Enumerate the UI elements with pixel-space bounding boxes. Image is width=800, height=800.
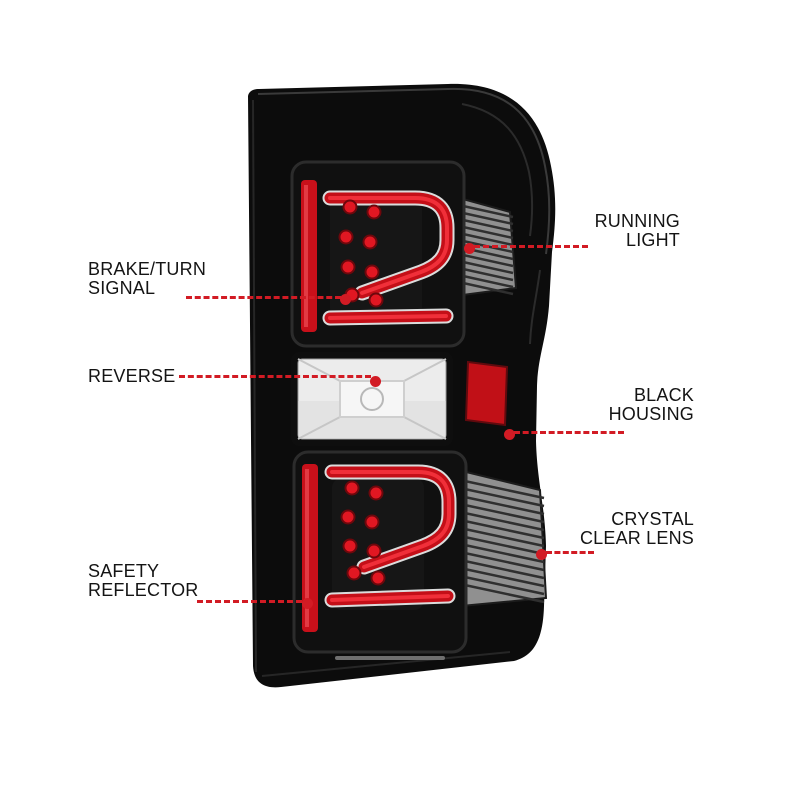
callout-safety-reflector: SAFETY REFLECTOR — [88, 562, 199, 600]
leader-safety-reflector — [197, 600, 302, 603]
leader-running-light — [474, 245, 588, 248]
callout-running-light-line2: LIGHT — [625, 230, 680, 250]
dot-crystal-clear-lens — [536, 549, 547, 560]
red-side-accent — [464, 360, 509, 427]
callout-black-housing: BLACK HOUSING — [609, 386, 694, 424]
leader-brake-turn-signal — [186, 296, 341, 299]
dot-safety-reflector — [302, 598, 313, 609]
lens-fine-print-strip — [335, 656, 445, 660]
callout-brake-turn-signal-line1: BRAKE/TURN — [88, 259, 207, 279]
dot-black-housing — [504, 429, 515, 440]
callout-crystal-clear-lens-line1: CRYSTAL — [611, 509, 694, 529]
callout-crystal-clear-lens-line2: CLEAR LENS — [579, 528, 694, 548]
upper-red-reflector-strip — [301, 180, 317, 332]
callout-reverse: REVERSE — [88, 367, 175, 386]
upper-led-dots — [338, 199, 384, 308]
dot-reverse — [370, 376, 381, 387]
callout-safety-reflector-line1: SAFETY — [88, 561, 160, 581]
callout-running-light: RUNNING LIGHT — [595, 212, 680, 250]
lower-led-light-bar — [324, 464, 457, 608]
crystal-clear-lens-chrome-section — [456, 468, 548, 608]
lower-lamp-unit — [292, 450, 468, 660]
lower-led-dots — [340, 480, 386, 586]
callout-crystal-clear-lens: CRYSTAL CLEAR LENS — [580, 510, 694, 548]
taillight-illustration — [248, 83, 556, 688]
callout-brake-turn-signal-line2: SIGNAL — [88, 278, 156, 298]
callout-black-housing-line1: BLACK — [633, 385, 694, 405]
leader-black-housing — [514, 431, 624, 434]
callout-safety-reflector-line2: REFLECTOR — [88, 580, 199, 600]
leader-reverse — [179, 375, 371, 378]
reverse-lens-unit — [291, 352, 453, 446]
leader-crystal-clear-lens — [546, 551, 594, 554]
dot-brake-turn-signal — [340, 294, 351, 305]
dot-running-light — [464, 243, 475, 254]
callout-brake-turn-signal: BRAKE/TURN SIGNAL — [88, 260, 206, 298]
brake-turn-lamp-unit — [290, 160, 466, 348]
callout-black-housing-line2: HOUSING — [608, 404, 694, 424]
upper-led-light-bar — [322, 190, 455, 326]
safety-reflector-strip — [302, 464, 318, 632]
callout-running-light-line1: RUNNING — [594, 211, 680, 231]
callout-reverse-line1: REVERSE — [88, 366, 176, 386]
